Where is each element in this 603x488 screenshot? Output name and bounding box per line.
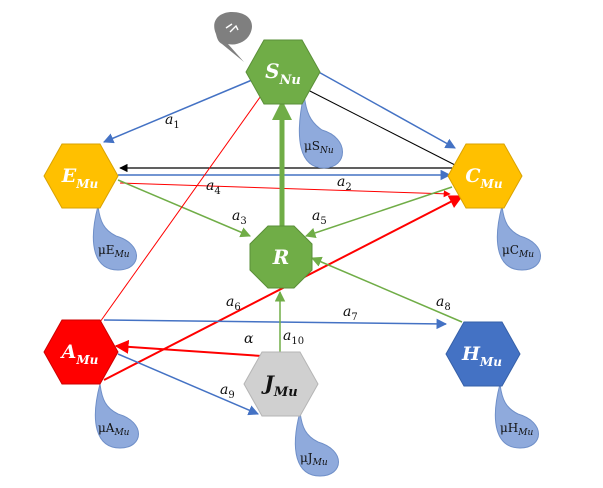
- edge-label-a1: a1: [165, 112, 180, 131]
- drop-s-shape: [298, 93, 343, 169]
- edge-label-a6: a6: [226, 294, 241, 313]
- node-a-mu: AMu: [43, 319, 119, 385]
- edge-label-a8: a8: [436, 294, 451, 313]
- drop-label-s: μSNu: [304, 139, 334, 156]
- edge-j-to-a: [114, 339, 263, 357]
- edge-label-a5: a5: [312, 208, 327, 227]
- edge-s-to-e: [103, 79, 253, 144]
- node-label-s: SNu: [265, 59, 301, 88]
- node-label-e: EMu: [61, 165, 99, 191]
- edge-label-alpha: α: [244, 331, 254, 347]
- edge-a-to-s: [99, 85, 269, 323]
- node-label-h: HMu: [461, 343, 502, 369]
- drop-j-shape: [294, 411, 339, 477]
- drop-label-e: μEMu: [98, 243, 130, 260]
- edge-a-to-h: [103, 318, 448, 330]
- edge-labels: a1 a2 a3 a4 a5 a6 a7 a8 a9 a10 α: [165, 112, 451, 401]
- edge-label-a2: a2: [337, 174, 352, 193]
- node-label-j: JMu: [260, 371, 297, 400]
- node-h-mu: HMu: [445, 321, 521, 387]
- edge-c-to-r: [305, 186, 453, 238]
- edges: [99, 69, 464, 416]
- edge-label-a4: a4: [206, 178, 221, 197]
- drop-h-shape: [494, 383, 539, 449]
- drop-c-shape: [496, 205, 541, 271]
- edge-label-a10: a10: [283, 328, 304, 347]
- node-label-r: R: [272, 245, 290, 269]
- node-e-mu: EMu: [43, 143, 119, 209]
- speech-bubble-icon: [214, 12, 252, 62]
- nodes: SNu EMu CMu R AMu JMu HMu: [43, 39, 523, 417]
- edge-label-a3: a3: [232, 208, 247, 227]
- node-r: R: [249, 225, 313, 289]
- node-c-mu: CMu: [447, 143, 523, 209]
- edge-label-a7: a7: [343, 304, 358, 323]
- drop-label-h: μHMu: [500, 421, 533, 438]
- drop-e-shape: [92, 205, 137, 271]
- edge-e-to-r: [117, 179, 251, 238]
- edge-label-a9: a9: [220, 382, 235, 401]
- edge-s-c-black: [303, 87, 456, 166]
- edge-s-to-c: [314, 69, 456, 149]
- node-j-mu: JMu: [243, 351, 319, 417]
- node-label-c: CMu: [465, 165, 502, 191]
- drop-label-a: μAMu: [98, 421, 130, 438]
- node-s-nu: SNu: [245, 39, 321, 105]
- drop-label-j: μJMu: [300, 451, 328, 468]
- edge-a-to-j: [117, 353, 259, 416]
- drop-label-c: μCMu: [502, 243, 534, 260]
- node-label-a: AMu: [60, 341, 99, 367]
- drops: μSNu μEMu μCMu μAMu μJMu μHMu: [92, 93, 541, 477]
- edge-e-to-c-red: [119, 182, 451, 198]
- drop-a-shape: [94, 383, 139, 449]
- edge-h-to-r: [311, 256, 463, 323]
